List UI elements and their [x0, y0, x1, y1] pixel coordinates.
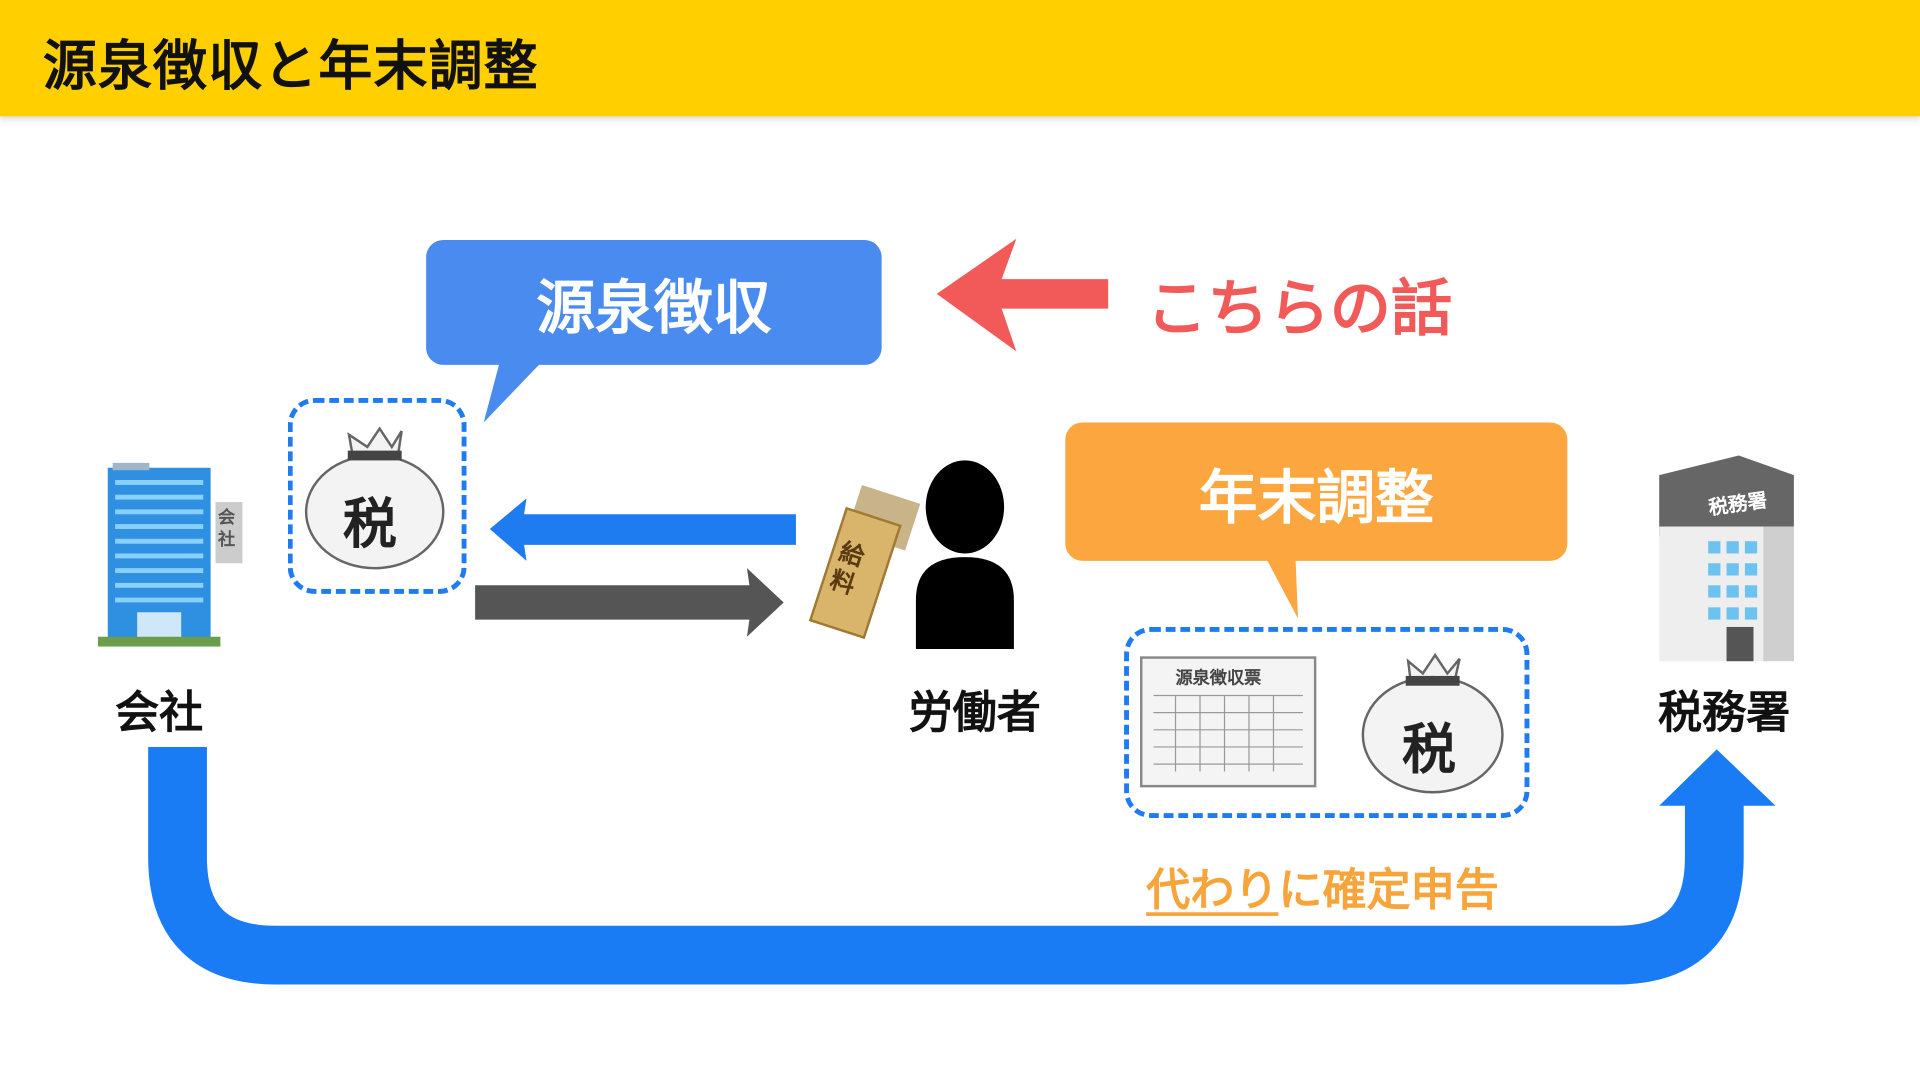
file-return-text: に確定申告: [1278, 865, 1499, 916]
year-end-bubble-tail: [1266, 558, 1298, 619]
year-end-adjustment-bubble: 年末調整: [1065, 422, 1568, 561]
tax-office-label: 税務署: [1657, 688, 1791, 739]
company-building-icon: [97, 462, 243, 647]
withholding-bubble: 源泉徴収: [426, 240, 882, 365]
salary-envelope-icon: [808, 485, 921, 640]
header-bar: 源泉徴収と年末調整: [0, 0, 1920, 117]
this-topic-label: こちらの話: [1146, 273, 1453, 345]
tax-office-building-icon: [1659, 455, 1794, 662]
withholding-slip-title: 源泉徴収票: [1175, 668, 1262, 689]
company-tax-dashed-box: [287, 397, 467, 594]
big-u-arrow-icon: [148, 746, 1776, 985]
worker-label: 労働者: [908, 688, 1041, 739]
on-behalf-underlined: 代わり: [1146, 865, 1279, 916]
blue-left-arrow-icon: [489, 498, 796, 561]
page-title: 源泉徴収と年末調整: [42, 35, 539, 98]
worker-person-icon: [915, 460, 1014, 649]
tax-bag-icon: [304, 426, 445, 570]
year-end-dashed-box: [1124, 626, 1530, 818]
company-sign: 会社: [217, 508, 236, 550]
withholding-bubble-tail: [483, 362, 542, 423]
tax-bag-label: 税: [1402, 718, 1456, 782]
red-arrow-icon: [936, 238, 1109, 352]
withholding-slip-icon: [1140, 656, 1317, 788]
tax-bag-icon: [1361, 652, 1504, 794]
file-return-on-behalf-note: 代わりに確定申告: [1146, 855, 1499, 919]
company-label: 会社: [115, 688, 204, 739]
tax-bag-label: 税: [342, 493, 397, 556]
gray-right-arrow-icon: [475, 568, 784, 637]
